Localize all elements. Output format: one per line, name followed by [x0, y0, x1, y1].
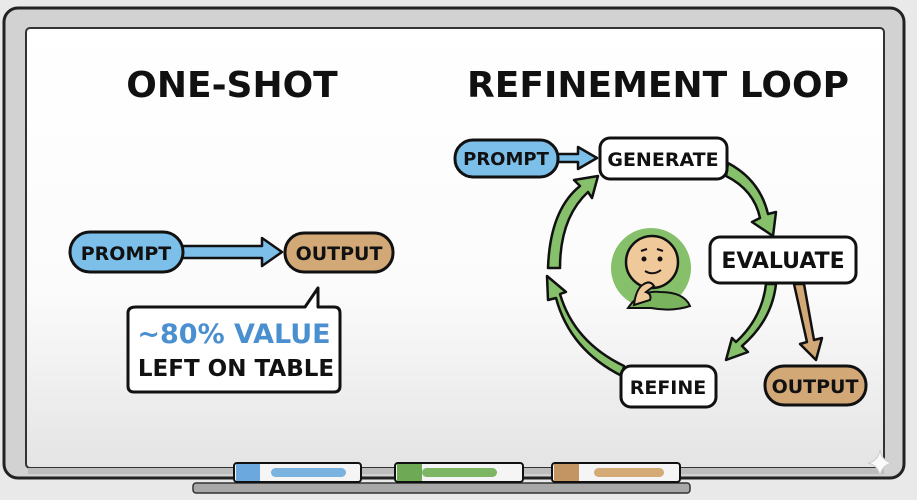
- loop-prompt-node: PROMPT: [453, 138, 560, 179]
- one-shot-title: ONE-SHOT: [126, 65, 338, 106]
- green-marker[interactable]: [394, 462, 524, 483]
- arrow-prompt-to-generate: [555, 145, 599, 171]
- one-shot-arrow: [180, 236, 284, 268]
- generate-node: GENERATE: [598, 136, 729, 181]
- evaluate-label: EVALUATE: [721, 249, 844, 274]
- prompt-label: PROMPT: [81, 243, 172, 265]
- evaluate-node: EVALUATE: [708, 235, 858, 285]
- callout-value-text: ~80% VALUE: [137, 319, 330, 350]
- output-label: OUTPUT: [772, 376, 859, 398]
- refinement-loop-title: REFINEMENT LOOP: [467, 65, 849, 106]
- callout-bubble: ~80% VALUE LEFT ON TABLE: [126, 286, 342, 394]
- sparkle-icon: [867, 449, 893, 477]
- output-label: OUTPUT: [296, 243, 383, 265]
- prompt-label: PROMPT: [463, 149, 549, 170]
- loop-output-node: OUTPUT: [763, 364, 868, 407]
- one-shot-output-node: OUTPUT: [283, 231, 395, 274]
- callout-caption-text: LEFT ON TABLE: [138, 356, 334, 382]
- arrow-up-to-generate: [546, 174, 600, 270]
- loop-arrows: [545, 145, 824, 378]
- brown-marker[interactable]: [551, 462, 681, 483]
- arrow-evaluate-to-refine: [724, 282, 778, 362]
- refine-label: REFINE: [630, 377, 707, 399]
- blue-marker[interactable]: [233, 462, 362, 483]
- arrow-refine-to-start: [545, 274, 626, 378]
- arrow-evaluate-to-output: [792, 282, 824, 362]
- generate-label: GENERATE: [607, 149, 718, 171]
- thinking-person-icon: [611, 228, 692, 311]
- one-shot-prompt-node: PROMPT: [68, 230, 185, 274]
- refine-node: REFINE: [619, 364, 718, 409]
- marker-tray: [192, 482, 691, 494]
